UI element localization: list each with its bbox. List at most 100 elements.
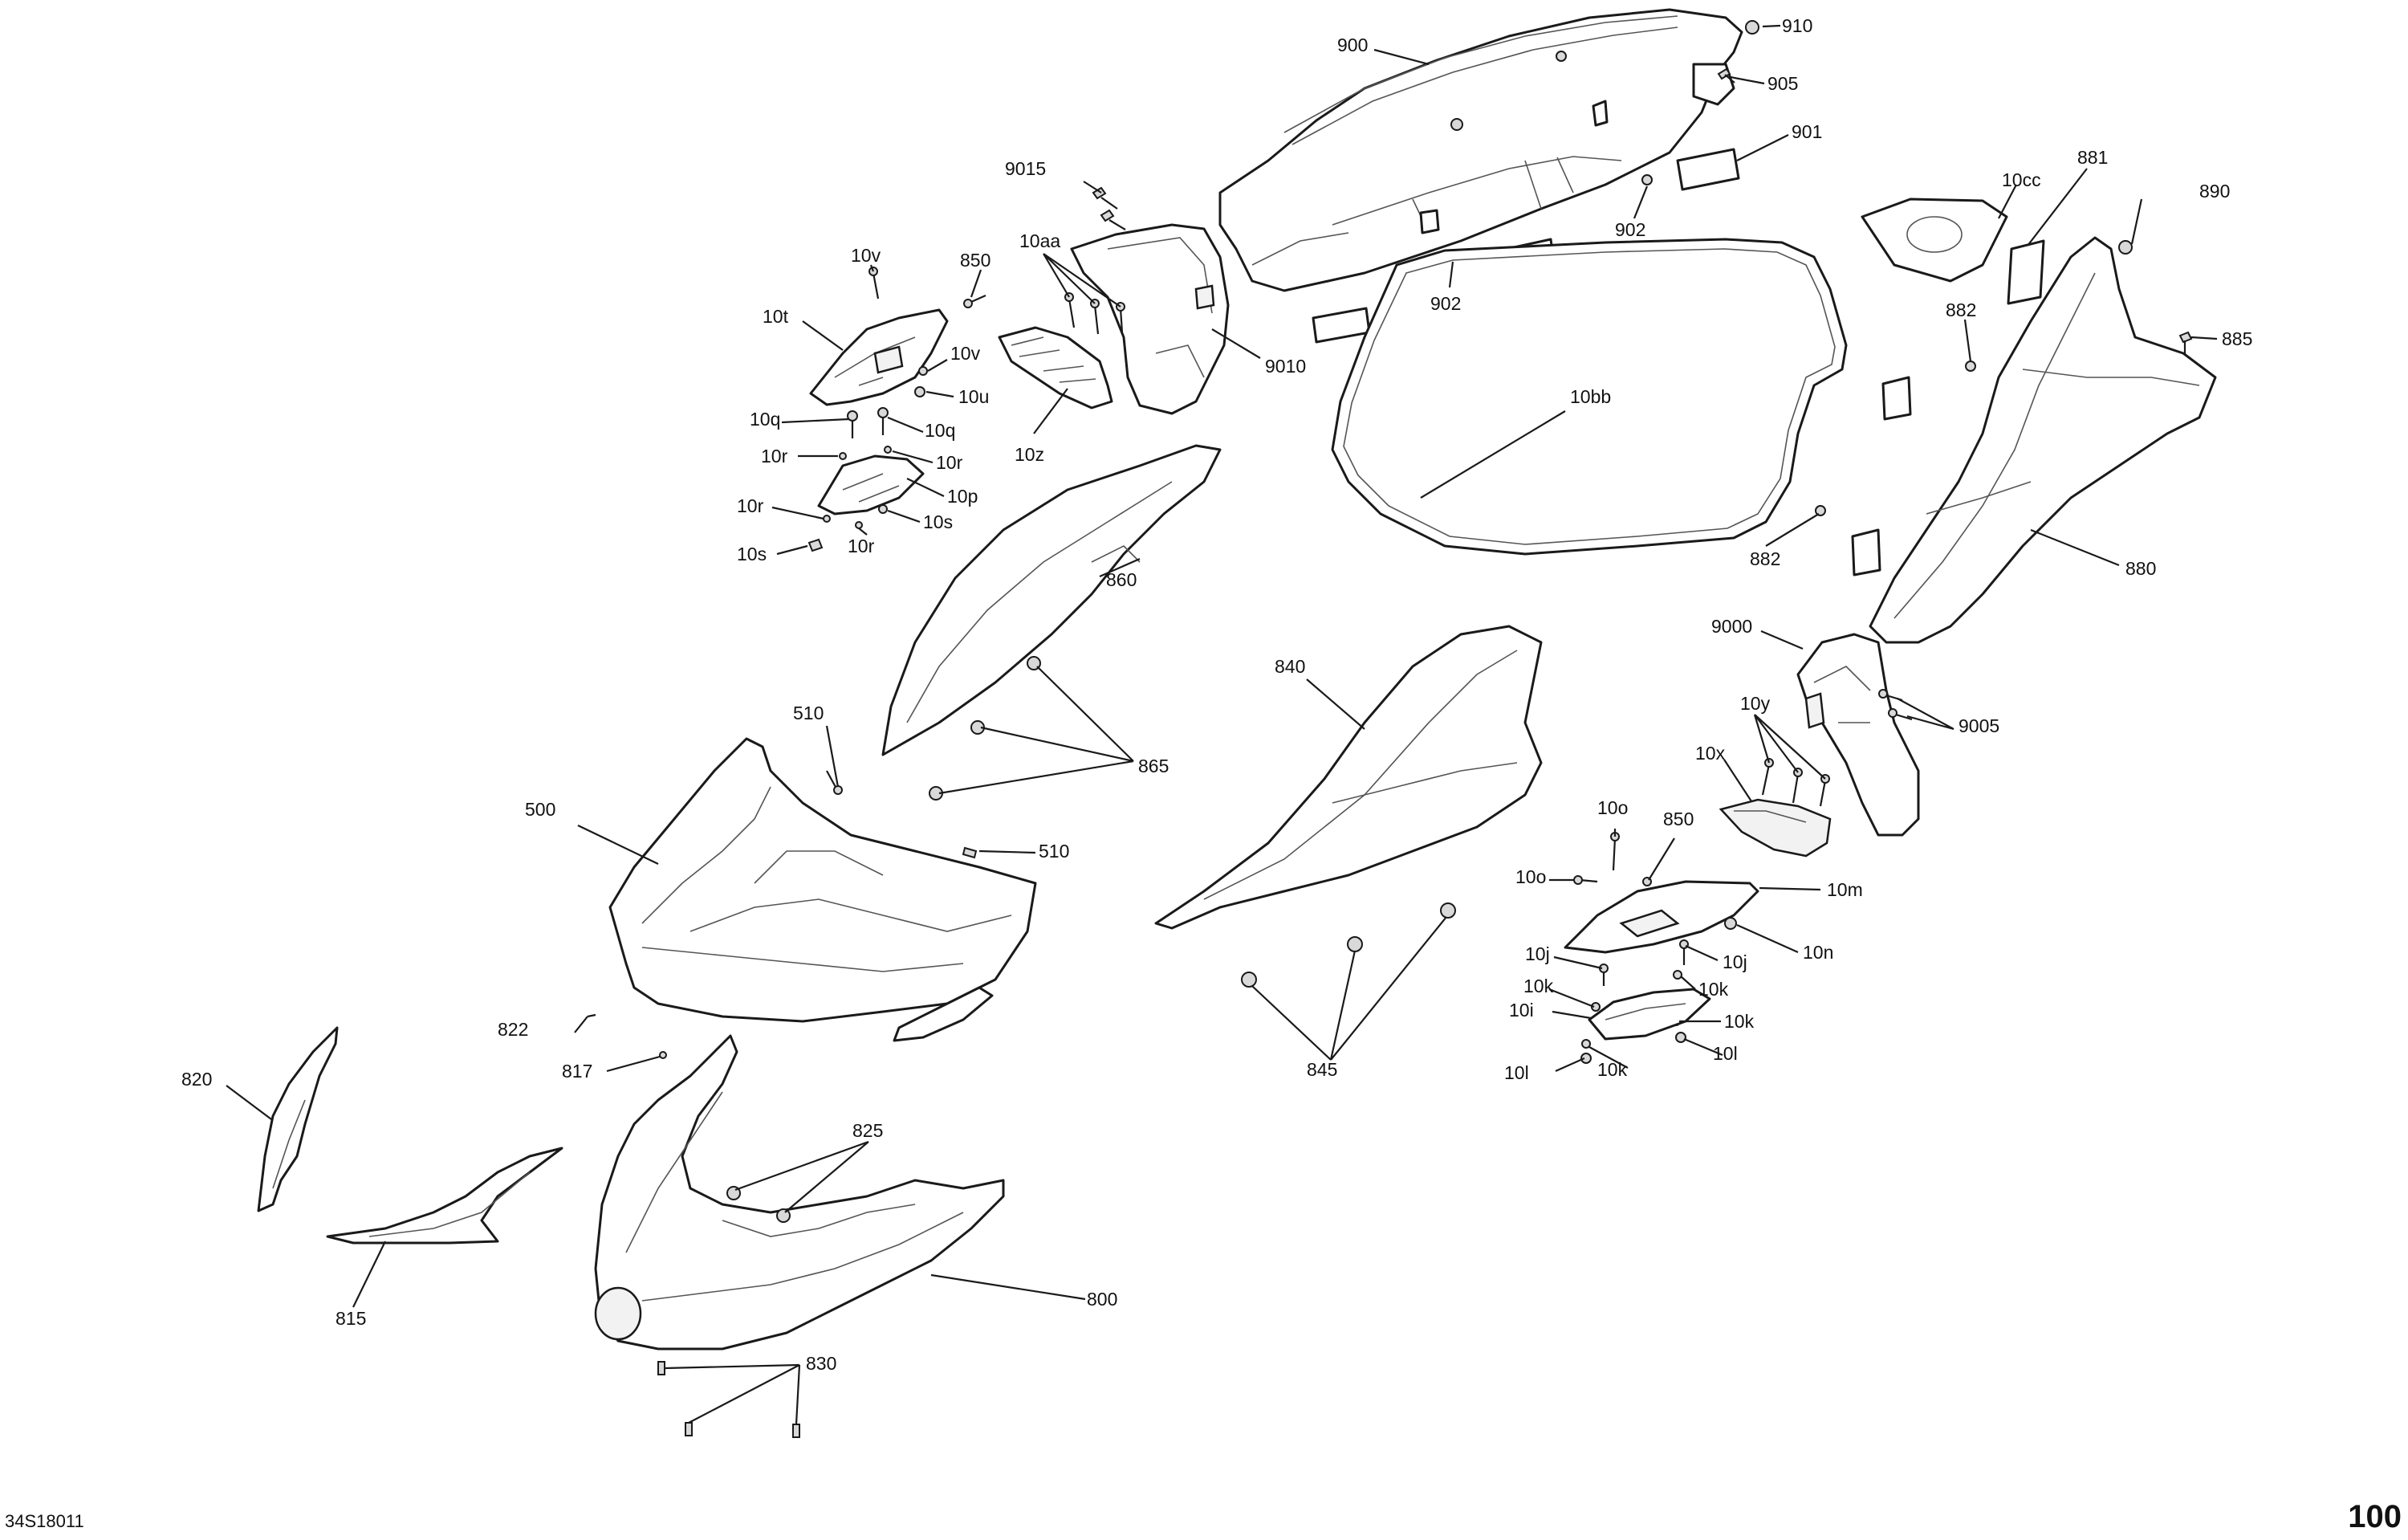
part-885-screw bbox=[2178, 331, 2193, 355]
callout-882-a: 882 bbox=[1946, 299, 1976, 320]
part-890-screw bbox=[2118, 240, 2133, 255]
callout-830: 830 bbox=[806, 1353, 836, 1374]
callout-900: 900 bbox=[1337, 35, 1368, 55]
callout-890: 890 bbox=[2199, 181, 2230, 202]
callout-910: 910 bbox=[1782, 15, 1812, 36]
callout-10k-d: 10k bbox=[1597, 1059, 1628, 1080]
callout-10s-a: 10s bbox=[923, 511, 953, 532]
part-815-trim bbox=[326, 1147, 563, 1245]
callout-10l-a: 10l bbox=[1504, 1062, 1529, 1083]
callout-10r-d: 10r bbox=[848, 536, 875, 556]
part-10k-washers bbox=[1581, 970, 1682, 1049]
callout-865: 865 bbox=[1138, 756, 1169, 776]
callout-902-b: 902 bbox=[1430, 293, 1461, 314]
part-860-side-panel bbox=[881, 444, 1222, 756]
part-9015-screws bbox=[1092, 186, 1126, 230]
page-number: 100 bbox=[2348, 1499, 2402, 1534]
callout-885: 885 bbox=[2222, 328, 2252, 349]
part-510-screw-a bbox=[826, 770, 843, 795]
part-10n-nut bbox=[1724, 917, 1737, 930]
part-10bb-seal bbox=[1331, 238, 1848, 556]
callout-10p: 10p bbox=[947, 486, 978, 507]
callout-10s-b: 10s bbox=[737, 544, 767, 564]
callout-10o-a: 10o bbox=[1597, 797, 1628, 818]
callout-10r-c: 10r bbox=[737, 495, 764, 516]
part-10v-screw-b bbox=[918, 366, 928, 376]
callout-10z: 10z bbox=[1015, 444, 1044, 465]
part-845-screws bbox=[1241, 902, 1456, 988]
callout-510-a: 510 bbox=[793, 703, 824, 723]
part-902-rivet-a bbox=[1641, 174, 1653, 185]
callout-10j-a: 10j bbox=[1525, 943, 1550, 964]
part-10x-latch-plate bbox=[1719, 798, 1832, 858]
callout-500: 500 bbox=[525, 799, 555, 820]
part-10t-latch bbox=[809, 308, 949, 406]
callout-845: 845 bbox=[1307, 1059, 1337, 1080]
part-882-rivet-a bbox=[1965, 361, 1976, 372]
callout-10o-b: 10o bbox=[1515, 866, 1546, 887]
callout-10q-b: 10q bbox=[925, 420, 955, 441]
callout-labels: 900 910 905 901 902 902 9015 10aa 9010 1… bbox=[181, 15, 2252, 1374]
callout-817: 817 bbox=[562, 1061, 592, 1082]
part-882-rivet-b bbox=[1815, 505, 1826, 516]
callout-10j-b: 10j bbox=[1723, 951, 1747, 972]
part-label-pad-b bbox=[1312, 307, 1371, 344]
part-10s-nuts bbox=[807, 504, 888, 552]
part-800-front-bumper bbox=[594, 1034, 1005, 1351]
callout-902-a: 902 bbox=[1615, 219, 1645, 240]
part-850-screw-a bbox=[963, 294, 986, 308]
callout-820: 820 bbox=[181, 1069, 212, 1090]
part-510-screw-b bbox=[962, 846, 978, 859]
callout-881: 881 bbox=[2077, 147, 2108, 168]
part-910-fastener bbox=[1745, 20, 1759, 35]
part-10o-screws bbox=[1573, 832, 1620, 885]
callout-800: 800 bbox=[1087, 1289, 1117, 1310]
callout-850-a: 850 bbox=[960, 250, 990, 271]
part-840-center-panel bbox=[1154, 625, 1543, 930]
callout-9005: 9005 bbox=[1959, 715, 1999, 736]
part-10y-screws bbox=[1761, 758, 1830, 807]
part-822-pin bbox=[587, 1013, 596, 1018]
callout-9010: 9010 bbox=[1265, 356, 1306, 377]
callout-10aa: 10aa bbox=[1019, 230, 1060, 251]
callout-850-b: 850 bbox=[1663, 809, 1694, 829]
part-900-seat-base bbox=[1218, 8, 1743, 292]
callout-905: 905 bbox=[1767, 73, 1798, 94]
callout-825: 825 bbox=[852, 1120, 883, 1141]
part-500-front-cover bbox=[608, 737, 1037, 1042]
callout-10bb: 10bb bbox=[1570, 386, 1611, 407]
callout-10k-c: 10k bbox=[1724, 1011, 1755, 1032]
callout-10n: 10n bbox=[1803, 942, 1833, 963]
part-9010-latch-housing bbox=[1070, 223, 1230, 415]
callout-10r-b: 10r bbox=[936, 452, 963, 473]
callout-882-b: 882 bbox=[1750, 548, 1780, 569]
callout-815: 815 bbox=[336, 1308, 366, 1329]
callout-9015: 9015 bbox=[1005, 158, 1046, 179]
callout-10r-a: 10r bbox=[761, 446, 788, 466]
callout-10u: 10u bbox=[958, 386, 989, 407]
callout-10v-b: 10v bbox=[950, 343, 981, 364]
callout-10cc: 10cc bbox=[2002, 169, 2041, 190]
part-10l-nuts bbox=[1580, 1032, 1686, 1064]
part-10u-nut bbox=[914, 386, 925, 397]
callout-510-b: 510 bbox=[1039, 841, 1069, 862]
callout-10l-b: 10l bbox=[1713, 1043, 1738, 1064]
callout-880: 880 bbox=[2125, 558, 2156, 579]
part-901-label bbox=[1676, 148, 1740, 191]
callout-10y: 10y bbox=[1740, 693, 1771, 714]
callout-840: 840 bbox=[1275, 656, 1305, 677]
callout-10v-a: 10v bbox=[851, 245, 881, 266]
part-817-pin bbox=[659, 1051, 667, 1059]
part-10q-bolts bbox=[847, 407, 889, 438]
callout-10k-a: 10k bbox=[1523, 976, 1554, 996]
callout-822: 822 bbox=[498, 1019, 528, 1040]
callout-10i: 10i bbox=[1509, 1000, 1534, 1021]
callout-10x: 10x bbox=[1695, 743, 1726, 764]
part-10p-latch-base bbox=[817, 454, 925, 515]
part-10i-latch-base bbox=[1588, 988, 1711, 1041]
callout-9000: 9000 bbox=[1711, 616, 1752, 637]
part-820-trim bbox=[257, 1026, 339, 1212]
part-905-screw bbox=[1717, 67, 1735, 84]
part-880-side-panel bbox=[1851, 236, 2217, 644]
